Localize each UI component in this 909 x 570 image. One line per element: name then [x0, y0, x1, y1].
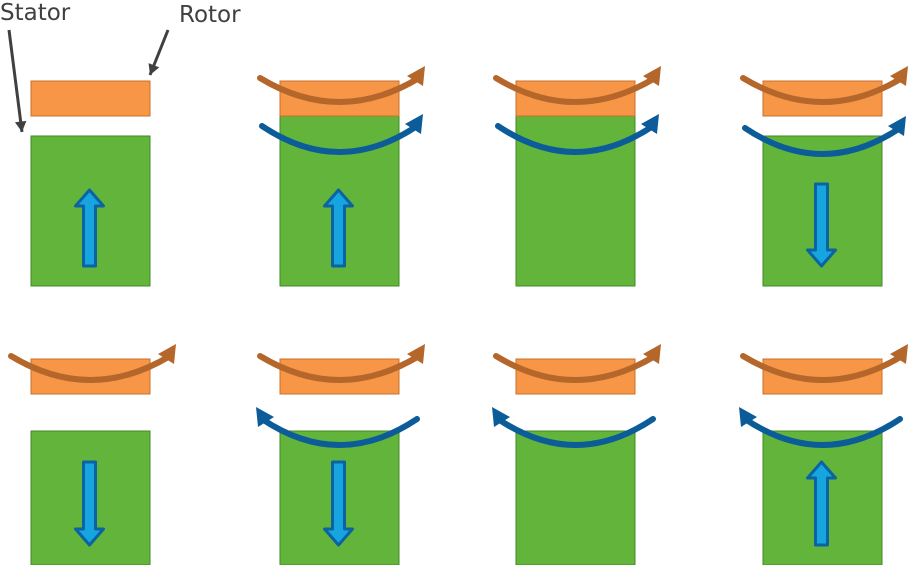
rotor-rotation-arrow-r1c2: [257, 66, 425, 105]
field-arrow-r2c2: [323, 460, 354, 547]
field-arrow-r1c1: [74, 188, 105, 268]
stator-block-r2c3: [515, 430, 636, 566]
rotor-rotation-arrow-r2c2: [257, 344, 425, 383]
rotor-rotation-arrow-r2c3: [493, 344, 661, 383]
rotor-rotation-arrow-r1c3: [493, 66, 661, 105]
rotor-rotation-arrow-r2c4: [740, 344, 908, 383]
stator-label: Stator: [0, 0, 71, 26]
field-arrow-r1c2: [323, 188, 354, 268]
stator-rotation-arrow-r1c3: [495, 114, 659, 155]
stator-rotation-arrow-r2c3: [492, 407, 656, 448]
rotor-block-r1c1: [30, 80, 151, 117]
rotor-pointer-arrow: [148, 29, 170, 76]
field-arrow-r2c4: [806, 460, 837, 547]
stator-rotation-arrow-r2c2: [256, 407, 420, 448]
rotor-rotation-arrow-r2c1: [8, 344, 176, 383]
field-arrow-r1c4: [806, 182, 837, 268]
stator-pointer-arrow: [7, 29, 27, 133]
field-arrow-r2c1: [74, 460, 105, 547]
rotor-label: Rotor: [179, 2, 241, 28]
stator-rotation-arrow-r2c4: [739, 407, 903, 448]
stator-rotation-arrow-r1c4: [742, 116, 906, 157]
rotor-rotation-arrow-r1c4: [740, 66, 908, 105]
stator-rotation-arrow-r1c2: [259, 114, 423, 155]
